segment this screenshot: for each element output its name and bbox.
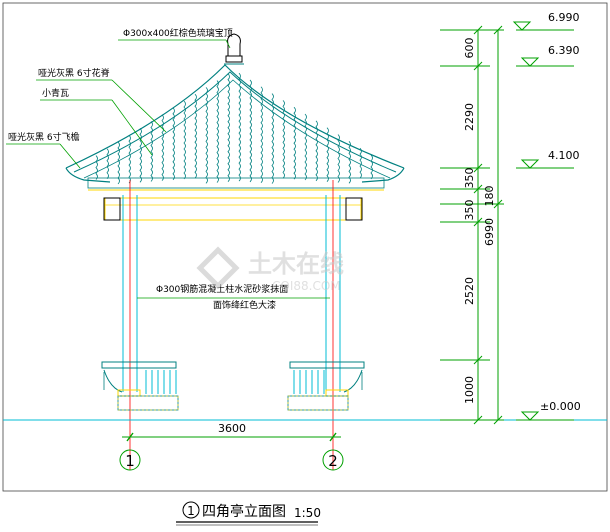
bench-right <box>287 361 365 411</box>
svg-text:1: 1 <box>125 452 135 470</box>
roof-tile-row <box>150 121 153 182</box>
svg-text:面饰绛红色大漆: 面饰绛红色大漆 <box>213 299 276 311</box>
eave-board <box>87 177 385 189</box>
beam-end-right <box>345 197 363 221</box>
svg-text:哑光灰黑 6寸飞檐: 哑光灰黑 6寸飞檐 <box>8 131 80 143</box>
svg-text:±0.000: ±0.000 <box>540 400 581 413</box>
roof-outline <box>65 64 405 169</box>
roof-tile-row <box>370 154 373 180</box>
axis-bubble-2: 2 <box>322 449 344 471</box>
annotation-ridge: 哑光灰黑 6寸花脊 <box>36 67 167 133</box>
watermark: 土木在线 COI88.COM <box>196 246 344 293</box>
roof-tile-row <box>348 141 351 184</box>
eave-tip-right <box>361 167 405 183</box>
dim-6990: 6990 <box>483 218 496 246</box>
annotation-flying-eave: 哑光灰黑 6寸飞檐 <box>6 131 81 169</box>
axis-bubble-1: 1 <box>119 449 141 471</box>
roof-tile-row <box>271 93 274 184</box>
horizontal-dimension: 3600 <box>122 422 341 442</box>
drawing-title: 1 四角亭立面图 1:50 <box>176 501 321 526</box>
title-number-circle <box>182 501 200 519</box>
watermark-logo-icon <box>196 246 240 290</box>
dim-2520: 2520 <box>463 277 476 305</box>
elevation-mark-4100: 4.100 <box>516 149 580 169</box>
roof-inner-line-2 <box>83 79 391 179</box>
annotation-finial: Φ300x400红棕色琉璃宝顶 <box>118 27 233 49</box>
roof-tile-row <box>238 72 241 182</box>
roof-tile-row <box>95 155 98 180</box>
roof-tile-row <box>249 79 252 183</box>
beam <box>103 197 363 221</box>
roof-tile-row <box>216 80 219 183</box>
svg-text:Φ300x400红棕色琉璃宝顶: Φ300x400红棕色琉璃宝顶 <box>123 27 233 39</box>
roof-inner-line <box>73 71 397 173</box>
vertical-dimension-chain <box>440 25 504 425</box>
title-text: 四角亭立面图 <box>202 503 286 520</box>
dim-180: 180 <box>483 186 496 207</box>
roof-tile-row <box>194 93 197 179</box>
column-left <box>122 180 138 470</box>
dim-2290: 2290 <box>463 103 476 131</box>
roof-tile-row <box>326 127 329 182</box>
annotation-tile: 小青瓦 <box>40 87 153 156</box>
roof-tile-row <box>337 134 340 183</box>
beam-end-left <box>103 197 121 221</box>
svg-text:2: 2 <box>328 452 338 470</box>
dim-350-a: 350 <box>463 168 476 189</box>
elevation-mark-0000: ±0.000 <box>516 400 581 421</box>
roof-tile-row <box>227 73 230 183</box>
watermark-main-text: 土木在线 <box>248 250 344 278</box>
bench-left <box>101 361 179 411</box>
eave-tip-left <box>65 167 111 183</box>
svg-text:哑光灰黑 6寸花脊: 哑光灰黑 6寸花脊 <box>38 67 110 79</box>
roof-tile-row <box>315 120 318 182</box>
elevation-mark-6390: 6.390 <box>516 44 580 67</box>
dim-1000: 1000 <box>463 376 476 404</box>
svg-text:Φ300钢筋混凝土柱水泥砂浆抹面: Φ300钢筋混凝土柱水泥砂浆抹面 <box>156 283 288 295</box>
dim-3600: 3600 <box>218 422 246 435</box>
roof-tile-row <box>117 141 120 185</box>
roof-tile-row <box>293 106 296 180</box>
annotation-column: Φ300钢筋混凝土柱水泥砂浆抹面 面饰绛红色大漆 <box>137 283 330 311</box>
drawing-frame <box>2 2 608 492</box>
roof-tile-row <box>106 148 109 180</box>
roof-tile-row <box>128 134 131 184</box>
roof-tile-row <box>172 107 175 181</box>
title-number: 1 <box>187 504 195 518</box>
dim-350-b: 350 <box>463 200 476 221</box>
finial <box>224 33 244 65</box>
roof-tiles <box>95 72 373 185</box>
roof-tile-row <box>282 100 285 179</box>
vertical-dimension-texts: 600 2290 350 350 2520 1000 180 6990 <box>463 38 496 405</box>
column-right <box>325 180 341 470</box>
title-scale: 1:50 <box>294 506 321 520</box>
roof-tile-row <box>359 147 362 179</box>
watermark-sub-text: COI88.COM <box>272 279 341 293</box>
roof-tile-row <box>205 87 208 184</box>
svg-text:4.100: 4.100 <box>548 149 580 162</box>
dim-600: 600 <box>463 38 476 59</box>
roof-tile-row <box>183 100 186 180</box>
roof-tile-row <box>260 86 263 184</box>
svg-text:6.990: 6.990 <box>548 11 580 24</box>
svg-text:小青瓦: 小青瓦 <box>42 87 69 99</box>
elevation-mark-6990: 6.990 <box>512 11 580 31</box>
roof-tile-row <box>161 114 164 181</box>
roof <box>65 33 405 191</box>
svg-text:6.390: 6.390 <box>548 44 580 57</box>
roof-tile-row <box>139 127 142 183</box>
roof-tile-row <box>304 113 307 181</box>
